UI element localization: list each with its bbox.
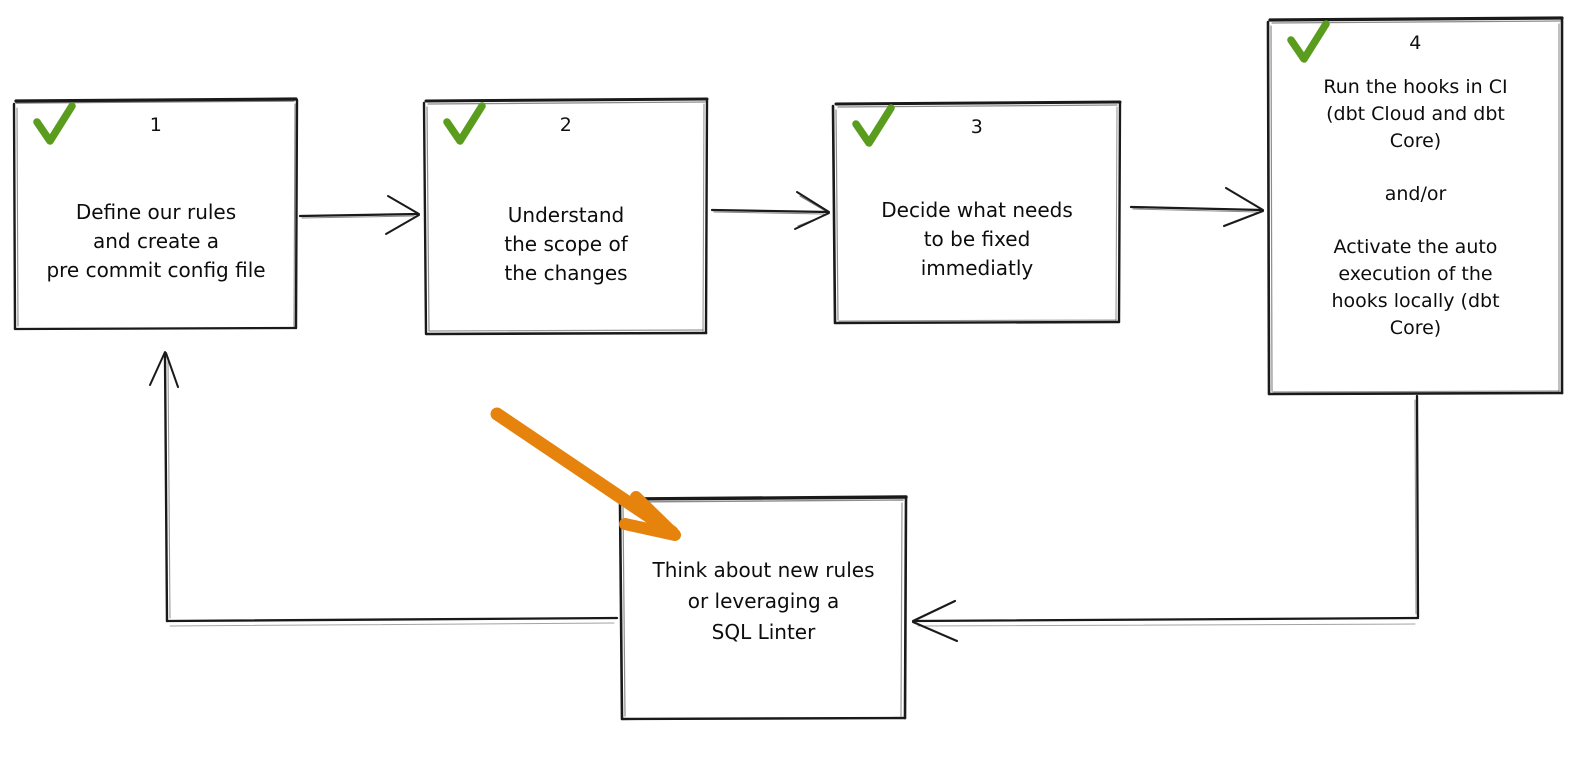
node-4-number: 4 <box>1409 32 1422 54</box>
node-1-header: 1 <box>14 100 298 154</box>
node-4-text-line: (dbt Cloud and dbt <box>1326 103 1505 125</box>
node-5-text-line: Think about new rules <box>652 558 875 582</box>
node-2-text-line: the scope of <box>504 231 628 256</box>
node-3-text-line: Decide what needs <box>881 198 1073 222</box>
node-5-header <box>620 497 907 555</box>
connector-arrow-2-to-3 <box>710 191 830 230</box>
green-check-icon <box>33 102 76 145</box>
node-4-text-line: Activate the auto <box>1333 236 1498 258</box>
node-4-text-line: Core) <box>1389 130 1442 152</box>
node-5-text-line: or leveraging a <box>687 589 840 613</box>
connector-arrow-5-to-1 <box>149 351 619 627</box>
node-3-text-line: immediatly <box>920 256 1034 280</box>
node-4-text-line: and/or <box>1384 183 1447 205</box>
node-4-text-line: hooks locally (dbt <box>1331 290 1500 312</box>
node-1-text-line: pre commit config file <box>46 258 266 282</box>
connector-arrow-1-to-2 <box>298 195 420 235</box>
flow-node-3[interactable]: 3 Decide what needs to be fixed immediat… <box>833 102 1121 323</box>
green-check-icon <box>443 102 486 145</box>
node-2-header: 2 <box>424 100 708 154</box>
flow-node-4[interactable]: 4 Run the hooks in CI (dbt Cloud and dbt… <box>1268 18 1563 394</box>
node-4-text-line: Core) <box>1389 317 1442 339</box>
connector-arrow-4-to-5 <box>911 394 1420 643</box>
node-2-body: Understand the scope of the changes <box>424 154 708 334</box>
node-2-text-line: the changes <box>504 260 628 285</box>
connector-arrow-3-to-4 <box>1129 186 1265 228</box>
node-4-header: 4 <box>1268 18 1563 72</box>
node-3-outline <box>831 100 1122 325</box>
node-1-number: 1 <box>149 114 163 136</box>
node-4-text-line: execution of the <box>1338 263 1493 285</box>
node-4-body: Run the hooks in CI (dbt Cloud and dbt C… <box>1268 72 1563 394</box>
node-5-text-line: SQL Linter <box>711 620 816 644</box>
node-1-text-line: Define our rules <box>75 200 237 224</box>
orange-highlight-arrow <box>490 407 681 541</box>
node-2-number: 2 <box>559 114 573 136</box>
node-3-header: 3 <box>833 102 1121 156</box>
flow-node-5[interactable]: Think about new rules or leveraging a SQ… <box>620 497 907 719</box>
node-2-outline <box>422 97 709 336</box>
node-1-text-line: and create a <box>92 229 220 253</box>
green-check-icon <box>1287 20 1330 63</box>
node-4-text-line: Run the hooks in CI <box>1323 76 1508 98</box>
node-5-outline <box>618 495 908 721</box>
node-3-body: Decide what needs to be fixed immediatly <box>833 156 1121 323</box>
flow-node-1[interactable]: 1 Define our rules and create a pre comm… <box>14 100 298 329</box>
node-1-outline <box>12 97 299 331</box>
node-4-outline <box>1266 16 1564 396</box>
flow-node-2[interactable]: 2 Understand the scope of the changes <box>424 100 708 334</box>
node-3-text-line: to be fixed <box>923 227 1031 251</box>
node-1-body: Define our rules and create a pre commit… <box>14 154 298 329</box>
node-2-text-line: Understand <box>507 202 625 227</box>
green-check-icon <box>852 104 895 147</box>
node-5-body: Think about new rules or leveraging a SQ… <box>620 555 907 719</box>
node-3-number: 3 <box>970 116 984 138</box>
